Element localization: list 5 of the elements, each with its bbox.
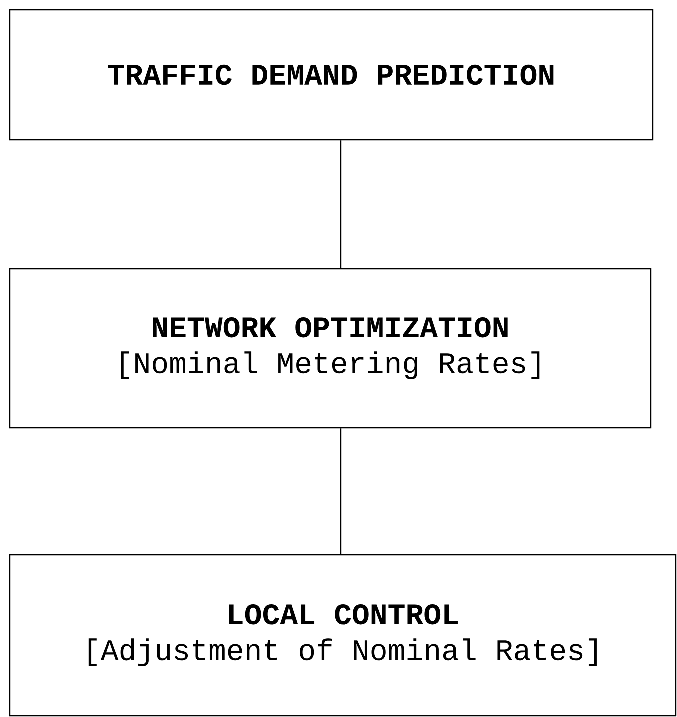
process-box: LOCAL CONTROL [Adjustment of Nominal Rates] bbox=[9, 554, 677, 717]
process-box: TRAFFIC DEMAND PREDICTION bbox=[9, 9, 654, 141]
process-box: NETWORK OPTIMIZATION [Nominal Metering Rates] bbox=[9, 268, 652, 429]
connector-line bbox=[340, 428, 342, 554]
connector-line bbox=[340, 140, 342, 268]
